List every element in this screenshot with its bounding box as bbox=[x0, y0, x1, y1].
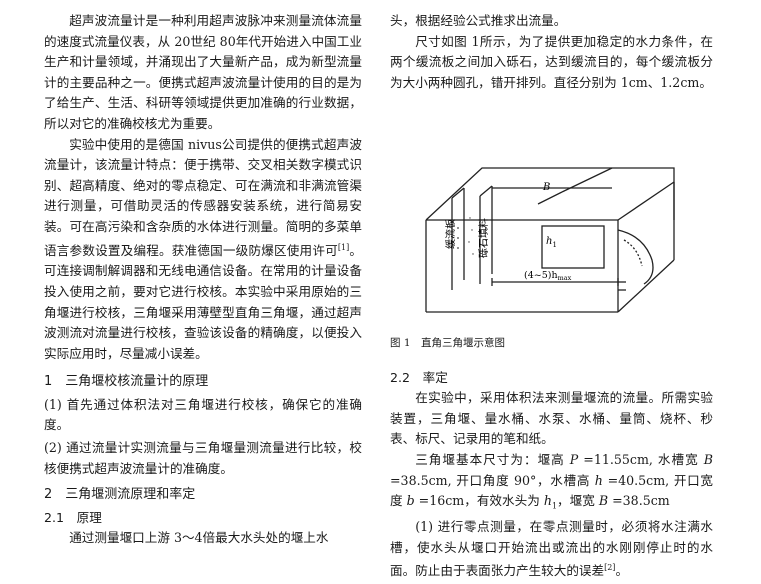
citation-1: [1] bbox=[337, 242, 350, 252]
gravel-label: 砾石填料 bbox=[477, 218, 490, 258]
head-label: h1 bbox=[546, 236, 557, 249]
principle-item-1: (1) 首先通过体积法对三角堰进行校核，确保它的准确度。 bbox=[44, 396, 362, 433]
subsection-2-1-heading: 2.1 原理 bbox=[44, 509, 102, 525]
principle-item-2: (2) 通过流量计实测流量与三角堰量测流量进行比较，校核便携式超声波流量计的准确… bbox=[44, 440, 362, 476]
left-column: 超声波流量计是一种利用超声波脉冲来测量流体流量的速度式流量仪表，从 20世纪 8… bbox=[44, 0, 362, 549]
right-column: 头，根据经验公式推求出流量。 尺寸如图 1所示，为了提供更加稳定的水力条件，在两… bbox=[390, 0, 713, 93]
width-label: B bbox=[542, 182, 550, 193]
zero-measurement-item: (1) 进行零点测量，在零点测量时，必须将水注满水槽，使水头从堰口开始流出或流出… bbox=[390, 519, 713, 579]
intro-paragraph: 超声波流量计是一种利用超声波脉冲来测量流体流量的速度式流量仪表，从 20世纪 8… bbox=[44, 13, 362, 131]
section-2-heading: 2 三角堰测流原理和率定 bbox=[44, 487, 196, 503]
section-1-heading: 1 三角堰校核流量计的原理 bbox=[44, 374, 209, 390]
dimensions-paragraph: 三角堰基本尺寸为：堰高 P =11.55cm, 水槽宽 B =38.5cm, 开… bbox=[390, 451, 713, 511]
device-paragraph-text-b: 。可连接调制解调器和无线电通信设备。在常用的计量设备投入使用之前，要对它进行校核… bbox=[44, 242, 363, 361]
figure-caption: 图 1 直角三角堰示意图 bbox=[390, 337, 506, 349]
principle-paragraph: 通过测量堰口上游 3～4倍最大水头处的堰上水 bbox=[69, 530, 329, 546]
distance-label: (4~5)hmax bbox=[524, 270, 572, 282]
size-paragraph: 尺寸如图 1所示，为了提供更加稳定的水力条件，在两个缓流板之间加入砾石，达到缓流… bbox=[390, 33, 713, 90]
citation-2: [2] bbox=[604, 563, 616, 573]
baffle-label: 缓流板 bbox=[444, 219, 457, 249]
calibration-paragraph: 在实验中，采用体积法来测量堰流的流量。所需实验装置，三角堰、量水桶、水泵、水桶、… bbox=[390, 390, 713, 447]
right-column-lower: 图 1 直角三角堰示意图 2.2 率定 在实验中，采用体积法来测量堰流的流量。所… bbox=[390, 333, 713, 582]
weir-diagram: 缓流板 砾石填料 B h1 (4~5)hmax bbox=[425, 167, 675, 313]
continued-paragraph: 头，根据经验公式推求出流量。 bbox=[390, 13, 567, 28]
subsection-2-2-heading: 2.2 率定 bbox=[390, 369, 448, 385]
device-paragraph-text-a: 实验中使用的是德国 nivus公司提供的便携式超声波流量计，该流量计特点：便于携… bbox=[44, 136, 362, 258]
device-paragraph: 实验中使用的是德国 nivus公司提供的便携式超声波流量计，该流量计特点：便于携… bbox=[44, 135, 362, 365]
